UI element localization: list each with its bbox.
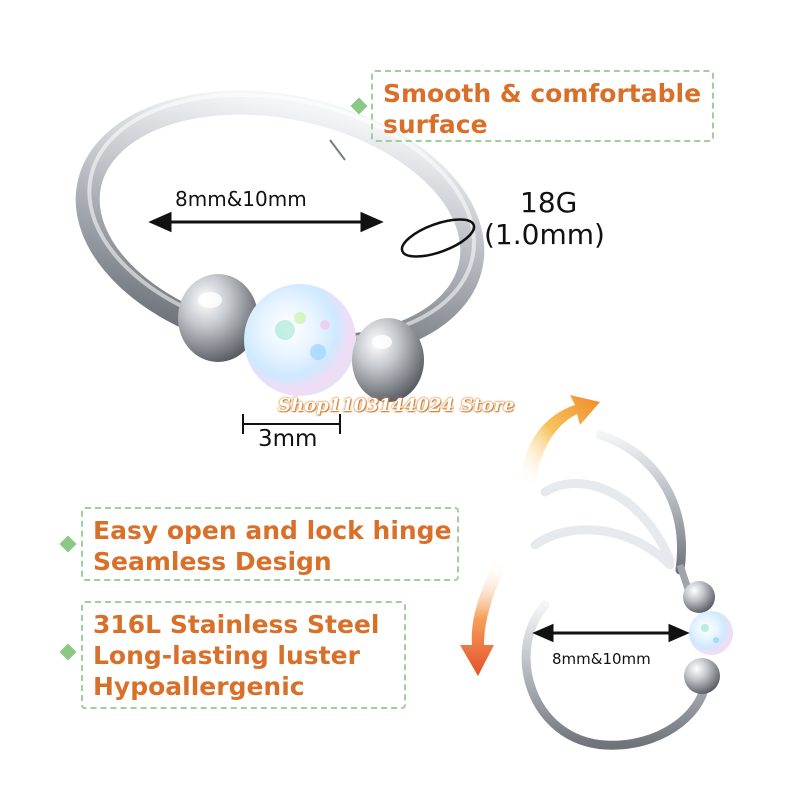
small-ring-closed-arc xyxy=(521,600,710,750)
diameter-label-small: 8mm&10mm xyxy=(552,650,651,668)
callout-top-line1: Smooth & comfortable xyxy=(383,79,702,108)
callout-bottom-line2: Long-lasting luster xyxy=(93,641,360,670)
gauge-label: 18G xyxy=(520,186,578,219)
store-watermark: Shop1103144024 Store xyxy=(278,395,515,416)
callout-hinge: Easy open and lock hinge Seamless Design xyxy=(81,507,459,581)
close-arrow xyxy=(460,560,506,676)
bead-size-label: 3mm xyxy=(258,426,318,452)
callout-middle-line1: Easy open and lock hinge xyxy=(93,516,452,545)
callout-bottom-line1: 316L Stainless Steel xyxy=(93,610,380,639)
callout-top-line2: surface xyxy=(383,110,488,139)
open-arrow xyxy=(520,395,600,482)
diameter-label-main: 8mm&10mm xyxy=(175,187,307,211)
small-ring-beads xyxy=(683,581,733,694)
callout-smooth-surface: Smooth & comfortable surface xyxy=(371,70,714,142)
callout-middle-line2: Seamless Design xyxy=(93,547,332,576)
gauge-marker xyxy=(400,218,476,258)
small-ring-open-arc xyxy=(595,430,686,575)
callout-steel: 316L Stainless Steel Long-lasting luster… xyxy=(81,601,406,709)
main-ring-beads xyxy=(178,274,424,402)
bead-size-bracket xyxy=(242,414,341,434)
hinge-ghost-arcs xyxy=(530,479,675,570)
gauge-mm-label: (1.0mm) xyxy=(484,218,605,251)
diameter-arrow-main xyxy=(148,211,384,233)
diameter-arrow-small xyxy=(532,623,690,643)
callout-bottom-line3: Hypoallergenic xyxy=(93,672,305,701)
